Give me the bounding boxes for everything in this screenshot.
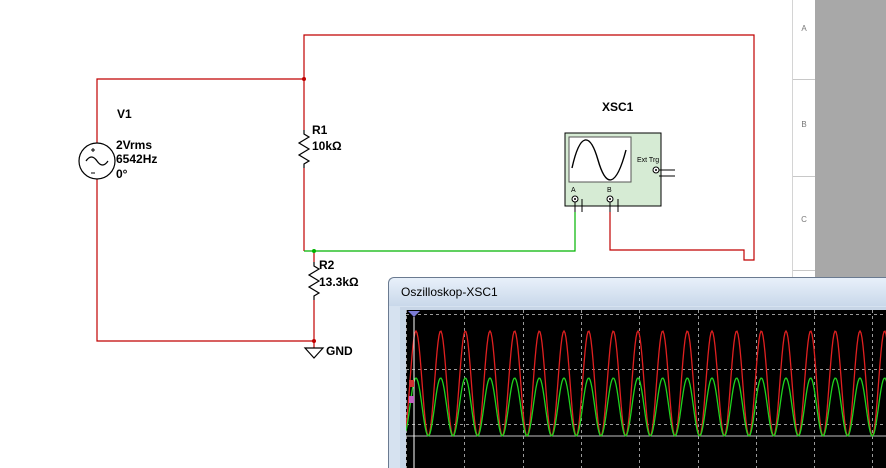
scope-traces [406,310,886,468]
ruler-label-a: A [801,24,807,33]
resistor-r1[interactable] [297,130,311,168]
circuit-wires[interactable] [96,34,755,348]
oscilloscope-window[interactable]: Oszilloskop-XSC1 [388,277,886,468]
ground-label: GND [326,344,353,358]
oscilloscope-xsc1-icon[interactable] [564,132,675,212]
junction-node [312,339,316,343]
ruler-tick [793,270,815,271]
scope-trigger-label: Ext Trg [637,157,659,164]
scope-display-screen [406,310,886,468]
v1-phase-label: 0° [116,167,128,181]
v1-ref-label: V1 [117,107,132,121]
channel-a-wire[interactable] [304,212,576,252]
channel-a-trace [406,377,886,437]
ruler-label-b: B [801,120,807,129]
channel-b-trace [406,329,886,438]
ruler-tick [793,176,815,177]
schematic-drawing: V1 2Vrms 6542Hz 0° R1 10kΩ R2 13.3kΩ GND… [78,34,755,359]
trigger-marker [408,311,420,317]
sheet-border-ruler: A B C [792,0,816,280]
scope-ref-label: XSC1 [602,100,634,114]
window-titlebar[interactable]: Oszilloskop-XSC1 [389,278,886,306]
junction-node [312,249,316,253]
window-title: Oszilloskop-XSC1 [401,285,498,299]
v1-rms-label: 2Vrms [116,138,152,152]
ruler-tick [793,79,815,80]
ac-voltage-source-v1[interactable] [78,142,116,180]
ruler-label-c: C [801,215,807,224]
channel-a-marker [409,396,414,403]
r2-value-label: 13.3kΩ [319,275,359,289]
scope-channel-b-label: B [607,187,612,194]
r1-ref-label: R1 [312,123,328,137]
r2-ref-label: R2 [319,258,335,272]
r1-value-label: 10kΩ [312,139,342,153]
scope-channel-a-label: A [571,187,576,194]
resistor-r2[interactable] [307,262,321,300]
junction-node [302,77,306,81]
v1-frequency-label: 6542Hz [116,152,157,166]
channel-b-marker [409,380,414,387]
ground-symbol[interactable] [303,347,325,359]
